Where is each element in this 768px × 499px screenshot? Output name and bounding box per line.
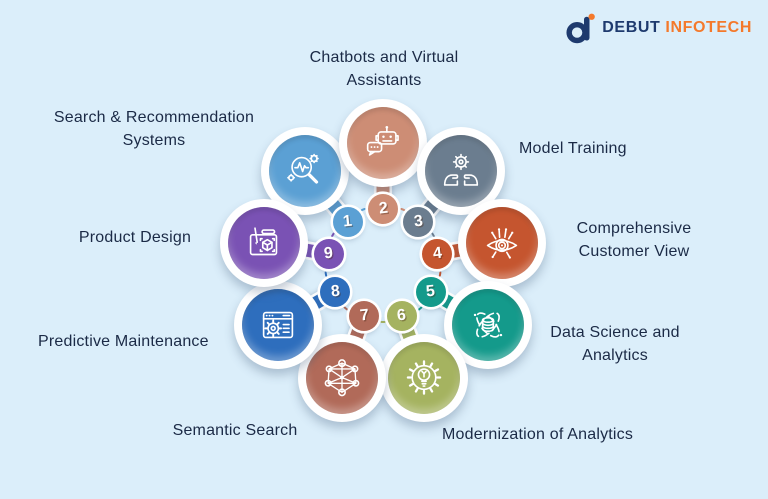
- debut-logo-icon: [566, 13, 596, 44]
- step-number-3: 3: [403, 206, 434, 237]
- item-label-search-recommendation-systems: Search & Recommendation Systems: [53, 109, 255, 149]
- circle-search-recommendation-systems: [261, 127, 350, 216]
- search-analytics-icon: [287, 154, 320, 184]
- circle-predictive-maintenance: [234, 280, 323, 369]
- step-number-text: 8: [329, 282, 341, 300]
- step-number-text: 2: [377, 199, 389, 218]
- step-number-text: 5: [425, 282, 436, 300]
- circle-chatbots-and-virtual-assistants: [339, 99, 427, 187]
- step-number-2: 2: [368, 194, 398, 224]
- network-graph-icon: [324, 358, 360, 397]
- step-number-text: 1: [342, 212, 353, 231]
- item-label-model-training: Model Training: [519, 140, 627, 157]
- circle-fill-comprehensive-customer-view: [466, 206, 539, 279]
- step-number-5: 5: [415, 276, 446, 307]
- circle-fill-model-training: [424, 135, 497, 208]
- circle-fill-semantic-search: [305, 341, 378, 414]
- item-label-predictive-maintenance: Predictive Maintenance: [38, 333, 209, 350]
- ai-eye-icon: [486, 228, 518, 259]
- chatbot-icon: [366, 125, 399, 156]
- item-label-modernization-of-analytics: Modernization of Analytics: [442, 426, 634, 443]
- circle-data-science-and-analytics: [443, 280, 532, 369]
- item-label-comprehensive-customer-view: Comprehensive Customer View: [576, 220, 692, 260]
- circle-fill-product-design: [227, 206, 300, 279]
- step-number-text: 6: [396, 306, 408, 325]
- circle-fill-chatbots-and-virtual-assistants: [347, 107, 419, 179]
- circle-fill-modernization-of-analytics: [388, 341, 461, 414]
- step-number-text: 3: [412, 212, 424, 231]
- circle-fill-predictive-maintenance: [242, 288, 315, 361]
- item-label-semantic-search: Semantic Search: [172, 422, 298, 439]
- hands-gear-icon: [443, 153, 478, 187]
- step-number-9: 9: [313, 239, 344, 270]
- item-label-data-science-and-analytics: Data Science and Analytics: [550, 324, 680, 364]
- debut-infotech-logo: DEBUT INFOTECH: [565, 11, 752, 45]
- step-number-6: 6: [386, 300, 417, 331]
- item-label-chatbots-and-virtual-assistants: Chatbots and Virtual Assistants: [309, 49, 459, 89]
- step-number-8: 8: [320, 276, 351, 307]
- item-label-product-design: Product Design: [78, 229, 192, 246]
- circle-fill-data-science-and-analytics: [451, 288, 524, 361]
- step-number-text: 4: [431, 245, 443, 263]
- circle-comprehensive-customer-view: [458, 198, 547, 287]
- circle-product-design: [219, 198, 308, 287]
- step-number-text: 7: [358, 306, 370, 325]
- bulb-gear-icon: [407, 359, 442, 395]
- circle-fill-search-recommendation-systems: [269, 135, 342, 208]
- step-number-text: 9: [323, 245, 335, 263]
- design-tablet-icon: [249, 227, 278, 256]
- brand-primary: DEBUT: [602, 19, 661, 36]
- step-number-7: 7: [349, 300, 380, 331]
- data-orbit-icon: [473, 311, 502, 338]
- circle-modernization-of-analytics: [380, 333, 469, 422]
- step-number-1: 1: [332, 206, 363, 237]
- window-gear-icon: [263, 311, 294, 338]
- brand-secondary: INFOTECH: [665, 19, 752, 36]
- step-number-4: 4: [422, 239, 453, 270]
